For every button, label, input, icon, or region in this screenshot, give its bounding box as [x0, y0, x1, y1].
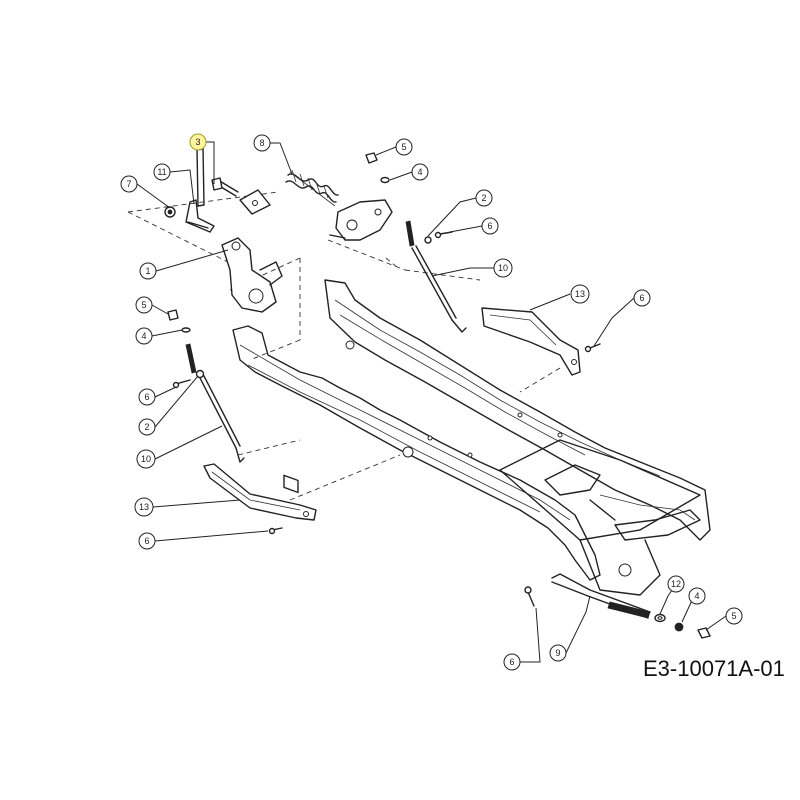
svg-text:8: 8: [259, 138, 264, 148]
callout-7[interactable]: 7: [120, 175, 138, 193]
callout-4[interactable]: 4: [411, 163, 429, 181]
svg-text:4: 4: [417, 167, 422, 177]
svg-text:12: 12: [671, 579, 681, 589]
callouts: 3 8 5 7 11 4 2 6 1 10 13 6 5 4 6 2 10 13…: [120, 133, 743, 671]
part-3-pin[interactable]: [196, 145, 205, 207]
part-8-spring[interactable]: [285, 169, 339, 207]
nut-lower[interactable]: [697, 627, 711, 639]
svg-text:6: 6: [639, 293, 644, 303]
callout-6[interactable]: 6: [481, 217, 499, 235]
callout-2[interactable]: 2: [475, 189, 493, 207]
part-1-arm[interactable]: [221, 237, 283, 313]
callout-10[interactable]: 10: [136, 449, 156, 469]
part-10-rod-upper[interactable]: [411, 245, 467, 333]
part-13-bracket-upper[interactable]: [481, 307, 581, 376]
callout-6[interactable]: 6: [633, 289, 651, 307]
leader-lines: [136, 141, 727, 663]
callout-6[interactable]: 6: [138, 532, 156, 550]
svg-text:9: 9: [555, 648, 560, 658]
svg-text:13: 13: [575, 289, 585, 299]
frame-chassis: [232, 279, 711, 596]
svg-text:4: 4: [141, 331, 146, 341]
svg-text:5: 5: [731, 611, 736, 621]
svg-text:6: 6: [144, 536, 149, 546]
svg-text:3: 3: [195, 137, 200, 147]
svg-text:1: 1: [145, 266, 150, 276]
washer-left[interactable]: [181, 327, 191, 333]
nut-left[interactable]: [167, 309, 179, 321]
bolt-bottom-6[interactable]: [524, 586, 535, 607]
callout-4[interactable]: 4: [135, 327, 153, 345]
callout-1[interactable]: 1: [139, 262, 157, 280]
part-10-rod-lower[interactable]: [199, 375, 245, 463]
svg-text:7: 7: [126, 179, 131, 189]
callout-12[interactable]: 12: [667, 575, 685, 593]
callout-6[interactable]: 6: [503, 653, 521, 671]
callout-4[interactable]: 4: [688, 587, 706, 605]
part-2-spring-upper[interactable]: [405, 220, 415, 247]
part-12-washer[interactable]: [654, 613, 666, 623]
callout-13[interactable]: 13: [570, 284, 590, 304]
svg-text:13: 13: [139, 502, 149, 512]
part-2-spring-lower[interactable]: [185, 343, 205, 379]
part-7-clip[interactable]: [164, 206, 176, 218]
callout-8[interactable]: 8: [253, 134, 271, 152]
bolt-left-6[interactable]: [172, 379, 191, 389]
part-9-rod[interactable]: [551, 573, 651, 619]
washer-lower[interactable]: [674, 622, 684, 632]
part-11-lever[interactable]: [185, 199, 215, 233]
pivot-bracket[interactable]: [329, 199, 393, 241]
callout-5[interactable]: 5: [395, 138, 413, 156]
callout-2[interactable]: 2: [138, 418, 156, 436]
svg-text:2: 2: [144, 422, 149, 432]
callout-5[interactable]: 5: [725, 607, 743, 625]
svg-text:11: 11: [157, 167, 166, 177]
callout-13[interactable]: 13: [134, 497, 154, 517]
callout-10[interactable]: 10: [493, 258, 513, 278]
bolt-upper-6[interactable]: [434, 231, 453, 239]
callout-11[interactable]: 11: [153, 163, 171, 181]
callout-9[interactable]: 9: [549, 644, 567, 662]
clip-upper-2[interactable]: [424, 236, 432, 244]
drawing-code: E3-10071A-01: [643, 656, 785, 681]
svg-text:6: 6: [144, 392, 149, 402]
svg-text:6: 6: [509, 657, 514, 667]
bolt-lower-6[interactable]: [268, 527, 283, 535]
bolt-right-6[interactable]: [584, 343, 601, 353]
svg-text:2: 2: [481, 193, 486, 203]
svg-text:5: 5: [141, 300, 146, 310]
nut-upper[interactable]: [365, 152, 378, 164]
svg-text:10: 10: [141, 454, 151, 464]
bolt[interactable]: [211, 177, 239, 197]
svg-text:6: 6: [487, 221, 492, 231]
svg-text:5: 5: [401, 142, 406, 152]
bracket-plate[interactable]: [239, 189, 271, 215]
svg-text:10: 10: [498, 263, 508, 273]
svg-text:4: 4: [694, 591, 699, 601]
washer-upper[interactable]: [380, 176, 390, 184]
callout-3[interactable]: 3: [189, 133, 207, 151]
part-13-bracket-lower[interactable]: [203, 463, 317, 521]
callout-6[interactable]: 6: [138, 388, 156, 406]
callout-5[interactable]: 5: [135, 296, 153, 314]
